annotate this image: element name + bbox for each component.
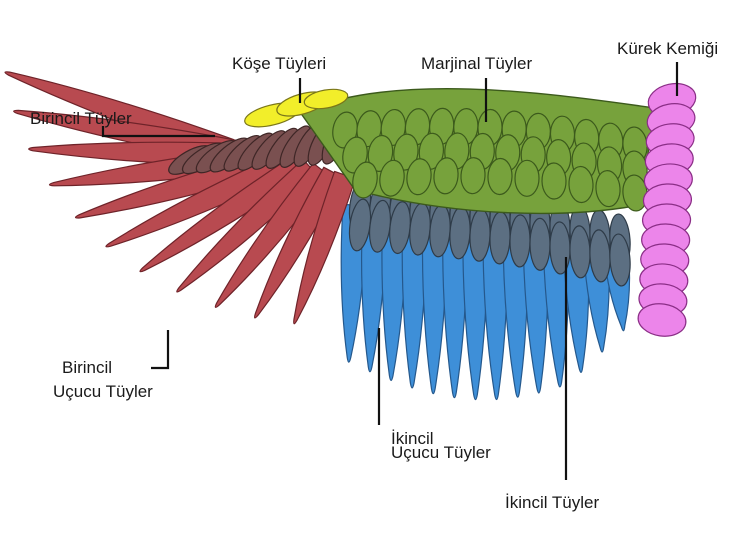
leader-birincil-ucucu [151,330,168,368]
secondary-covert-feather [549,222,570,274]
label-ikincil-ucucu-line2: Uçucu Tüyler [391,442,491,464]
label-marjinal-tuyler: Marjinal Tüyler [421,53,532,75]
label-birincil-tuyler: Birincil Tüyler [30,108,132,130]
label-kurek-kemigi: Kürek Kemiği [617,38,718,60]
secondary-covert-feather [530,218,550,270]
label-kose-tuyleri: Köşe Tüyleri [232,53,326,75]
label-birincil-ucucu-line2: Uçucu Tüyler [53,381,153,403]
secondary-covert-feather [510,215,531,267]
label-ikincil-tuyler: İkincil Tüyler [505,492,599,514]
marginal-feather [515,160,539,196]
marginal-feather [487,158,512,195]
marginal-feather [542,163,567,199]
label-birincil-ucucu-line1: Birincil [62,357,112,379]
